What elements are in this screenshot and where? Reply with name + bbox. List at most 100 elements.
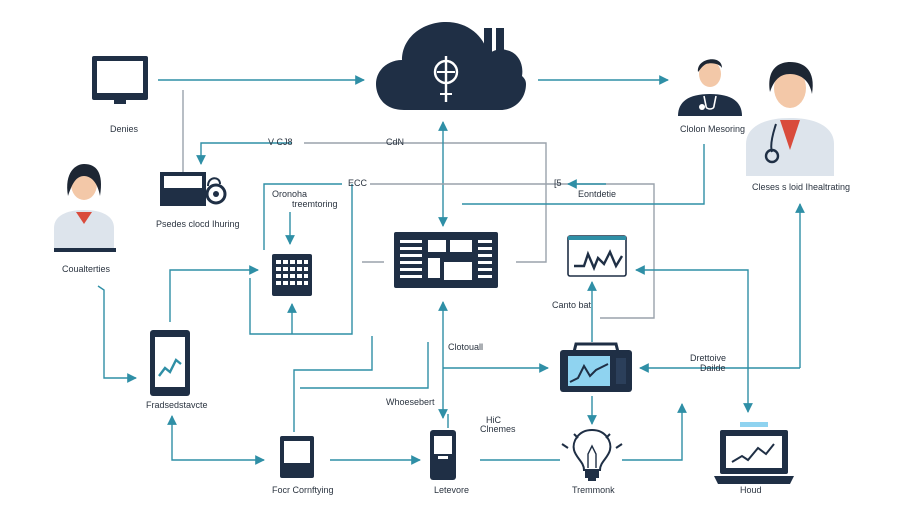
bulb-ray-right — [615, 443, 623, 449]
edge-label-drettoive-1: Drettoive — [690, 353, 727, 363]
doctor-2-shirt — [780, 120, 800, 150]
lightbulb-icon[interactable] — [561, 428, 623, 481]
bulb-filament — [587, 444, 597, 468]
vital-monitor-wave — [574, 249, 624, 272]
nurse-hair — [67, 164, 102, 196]
connector-bulb-right — [622, 403, 687, 461]
smartphone-icon[interactable] — [430, 430, 456, 480]
edge-label-whoesebert: Whoesebert — [386, 397, 435, 407]
patient-monitor-icon[interactable] — [560, 342, 632, 392]
edge-label-cantobat: Canto bat — [552, 300, 592, 310]
tablet-chart-icon[interactable] — [150, 330, 190, 396]
monitor-screen — [97, 61, 143, 93]
doctor-1-head — [699, 61, 721, 87]
small-tablet-screen — [284, 441, 310, 463]
connector-keypad-loop — [249, 184, 353, 335]
bulb-base — [585, 470, 599, 478]
cloud-server-icon[interactable] — [376, 22, 526, 110]
doctor-1-stethoscope — [703, 95, 717, 110]
edge-label-monitoring-2: treemtoring — [292, 199, 338, 209]
printer-paper — [164, 176, 202, 188]
laptop-chart-line — [731, 443, 775, 463]
doctor-1-hair — [697, 59, 722, 72]
patient-monitor-wave — [569, 363, 609, 383]
nurse-icon[interactable] — [54, 164, 116, 252]
connector-tablet-keypad — [169, 265, 259, 322]
cloud-chimney-1 — [484, 28, 492, 54]
doctor-1-steth-head — [699, 104, 705, 110]
tablet-screen — [155, 337, 185, 387]
female-doctor-icon[interactable] — [746, 62, 834, 176]
edge-label-cdn: CdN — [386, 137, 405, 147]
edge-label-bracket: [5 — [554, 178, 562, 188]
small-tablet-icon[interactable] — [280, 436, 314, 478]
printer-icon[interactable] — [160, 172, 227, 206]
vital-monitor-frame — [567, 235, 627, 277]
doctor-1-body — [678, 94, 742, 116]
hub-right-rows — [478, 240, 492, 278]
printer-dial — [205, 183, 227, 205]
vital-monitor-top-bar — [568, 236, 626, 240]
bulb-tip — [588, 478, 596, 481]
laptop-accent — [740, 422, 768, 427]
label-bulb: Tremmonk — [572, 485, 615, 495]
connector-nurse-tablet — [97, 285, 137, 383]
label-nurse: Coualterties — [62, 264, 111, 274]
doctor-stethoscope-icon[interactable] — [678, 59, 742, 116]
connector-cdn — [304, 142, 547, 263]
cloud-shape — [376, 22, 526, 110]
bulb-ray-left — [561, 443, 569, 449]
connector-monitor-laptop — [635, 265, 753, 413]
doctor-2-steth-head — [764, 148, 780, 164]
patient-monitor-screen — [568, 356, 610, 386]
phone-screen-bar — [438, 456, 448, 459]
nurse-body — [54, 210, 114, 250]
bulb-glass — [572, 428, 612, 471]
laptop-base — [714, 476, 794, 484]
cloud-chimney-2 — [496, 28, 504, 58]
edge-label-clotoual: Clotouall — [448, 342, 484, 352]
label-laptop: Houd — [740, 485, 762, 495]
label-doctor-1: Clolon Mesoring — [680, 124, 746, 134]
connector-tablet-smallpad — [167, 415, 265, 465]
laptop-chart-icon[interactable] — [714, 422, 794, 484]
connector-mid-loop-1 — [293, 336, 373, 432]
label-phone: Letevore — [434, 485, 470, 495]
hub-panel-3 — [428, 258, 440, 278]
patient-monitor-handle — [572, 342, 620, 353]
connector-doctor-monitor — [462, 144, 705, 205]
vital-monitor-icon[interactable] — [567, 235, 627, 277]
nurse-base — [54, 248, 116, 252]
patient-monitor-buttons — [616, 358, 626, 384]
label-smallpad: Focr Cornftying — [272, 485, 334, 495]
keypad-grid — [276, 260, 308, 285]
label-devices: Denies — [110, 124, 139, 134]
edge-label-hic-1: HiC — [486, 415, 501, 425]
bulb-ray-top-left — [573, 433, 579, 439]
edge-label-drettoive-2: Dailde — [700, 363, 726, 373]
hub-left-rows — [400, 240, 422, 278]
edge-label-vcd: V CJ8 — [268, 137, 293, 147]
printer-handle — [207, 177, 221, 187]
connector-mid-loop-2 — [300, 342, 429, 389]
tablet-chart-line — [158, 358, 182, 377]
printer-dial-center — [213, 191, 219, 197]
edge-label-eontdetie: Eontdetie — [578, 189, 617, 199]
connector-vcd-printer — [196, 142, 292, 165]
desktop-monitor-icon[interactable] — [92, 56, 148, 104]
label-doctor-2: Cleses s loid Ihealtrating — [752, 182, 851, 192]
doctor-2-hair — [769, 62, 813, 94]
connectors — [97, 75, 805, 465]
edge-label-monitoring-1: Oronoha — [272, 189, 308, 199]
connector-ecc-loop — [263, 183, 342, 250]
monitor-stand — [114, 100, 126, 104]
data-hub-icon[interactable] — [394, 232, 498, 288]
edge-label-ecc: ECC — [348, 178, 368, 188]
hub-panel-4 — [444, 262, 472, 280]
doctor-2-head — [774, 68, 806, 108]
connector-ecc-right — [370, 183, 655, 319]
bulb-ray-top-right — [605, 433, 611, 439]
hub-panel-1 — [428, 240, 446, 252]
keypad-icon[interactable] — [272, 254, 312, 296]
